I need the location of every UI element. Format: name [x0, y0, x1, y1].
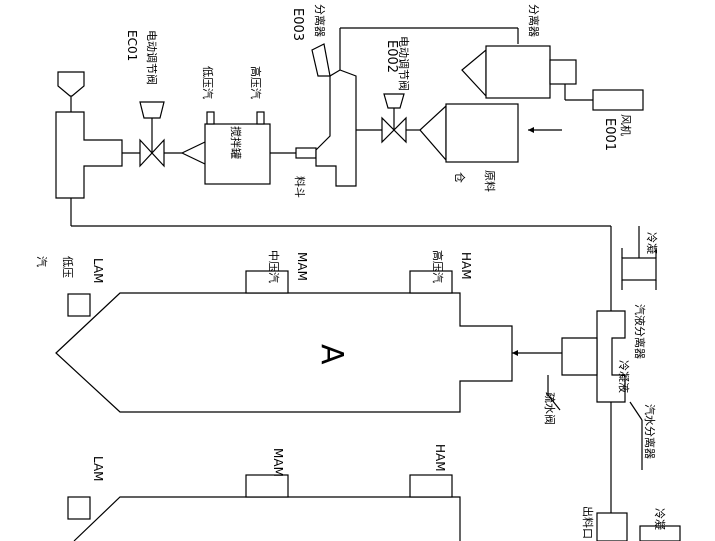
vessel-b	[67, 474, 681, 541]
tag-ham-side: 高压汽	[431, 250, 445, 283]
tag-right-low2: 汽水分离器	[643, 404, 657, 459]
tag-valve-ec01: 电动调节阀	[145, 30, 159, 85]
tag-right-mid: 汽液分离器	[633, 304, 647, 359]
label-ham-1: HAM	[459, 252, 473, 280]
label-ec01: EC01	[125, 30, 139, 61]
tag-left-1: 低压	[61, 256, 74, 278]
label-lam-1: LAM	[91, 258, 105, 284]
label-e003: E003	[290, 8, 305, 41]
label-lam-2: LAM	[91, 456, 105, 482]
tag-bottom-mid: 出料口	[581, 506, 595, 539]
cyclone-separator	[461, 45, 593, 101]
label-mam-2: MAM	[271, 448, 285, 477]
tag-right-bottom: 冷凝	[653, 508, 667, 530]
fan-e001	[592, 89, 644, 111]
mixing-tank	[204, 111, 317, 185]
tag-left-2: 汽	[35, 256, 49, 267]
label-e001: E001	[602, 118, 617, 151]
tag-silo-1: 原料	[483, 170, 497, 192]
tag-e001: 风机	[619, 114, 633, 136]
tag-feed-1: 高压汽	[249, 66, 263, 99]
tag-e003-side: 分离器	[313, 4, 327, 37]
dryer-e003	[311, 27, 519, 187]
tag-silo-2: 仓	[453, 172, 467, 183]
tag-feed-2: 低压汽	[201, 66, 215, 99]
tag-right-top: 冷凝	[645, 232, 659, 254]
tag-valve-e002: 电动调节阀	[397, 36, 411, 91]
label-mam-1: MAM	[295, 252, 309, 281]
tag-top-right: 分离器	[527, 4, 541, 37]
hopper-feeder	[55, 71, 611, 227]
tag-tank: 搅拌罐	[229, 126, 243, 159]
tag-hopper: 料斗	[293, 176, 307, 198]
right-header-line	[512, 226, 657, 541]
tag-mam-side: 中压汽	[267, 250, 281, 283]
control-valve-e002	[381, 93, 420, 144]
tag-right-low: 疏水阀	[543, 392, 557, 425]
raw-material-silo	[419, 103, 562, 163]
label-ham-2: HAM	[433, 444, 447, 472]
tag-right-mid2: 冷凝液	[617, 360, 631, 393]
label-e002: E002	[384, 40, 399, 73]
label-vessel-a: A	[314, 344, 349, 365]
vessel-a	[55, 270, 513, 413]
control-valve-ec01	[122, 101, 206, 168]
